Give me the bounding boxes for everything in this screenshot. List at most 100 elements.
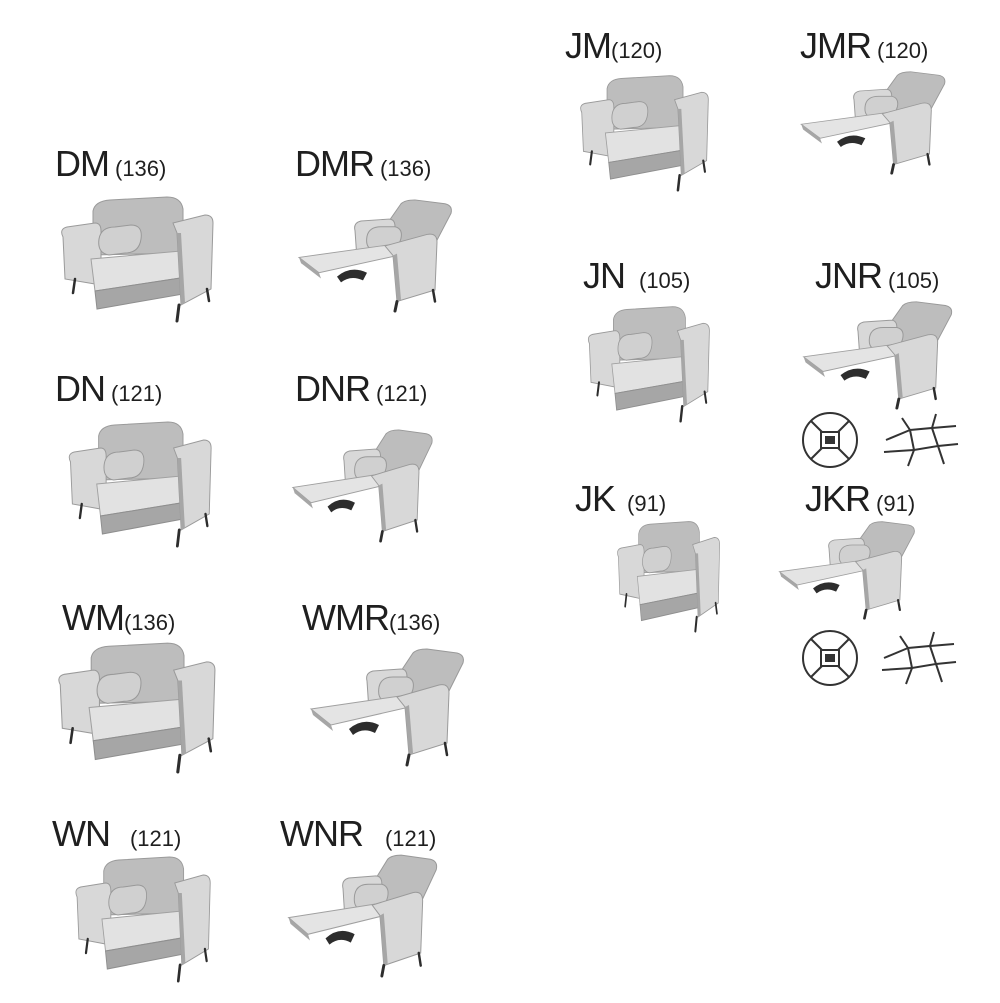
no-wall-placement-icon (802, 412, 858, 468)
sofa-item-dnr: DNR (121) (291, 368, 515, 558)
item-code: DM (55, 143, 110, 184)
left-armrest (75, 882, 112, 946)
left-armrest (58, 669, 100, 736)
armrest-shadow (695, 553, 701, 618)
recliner-illustration (309, 648, 464, 767)
pillow (642, 545, 672, 574)
sofa-item-wmr: WMR (136) (302, 597, 522, 787)
front-leg (863, 608, 868, 620)
rear-leg (69, 727, 74, 745)
front-leg (890, 163, 896, 175)
front-leg (176, 963, 182, 983)
pillow (108, 884, 148, 916)
recliner-illustration (778, 521, 915, 620)
recliner-illustration (297, 199, 452, 313)
front-leg (393, 300, 399, 313)
recliner-illustration (291, 429, 433, 543)
side-leg (702, 159, 706, 173)
sofa-item-dmr: DMR (136) (295, 143, 515, 333)
item-code: JKR (805, 478, 871, 519)
rear-leg (596, 381, 600, 397)
armchair-illustration (617, 521, 720, 633)
item-label: JN (105) (583, 255, 690, 297)
item-code: WNR (280, 813, 364, 854)
item-label: JM (120) (565, 25, 662, 67)
recliner-illustration (802, 301, 953, 410)
pillow (98, 224, 142, 256)
pillow (617, 332, 653, 361)
item-code: JMR (800, 25, 872, 66)
armchair-illustration (68, 421, 212, 548)
item-size: (121) (384, 826, 437, 851)
sofa-item-jnr: JNR (105) (802, 255, 1000, 445)
sofa-item-jmr: JMR (120) (800, 25, 1000, 215)
item-size: (136) (388, 610, 441, 635)
rear-leg (84, 937, 89, 955)
pillow (96, 671, 142, 704)
item-label: JK (91) (575, 478, 666, 520)
right-armrest (854, 550, 903, 611)
right-armrest (371, 891, 424, 967)
footrest-edge (779, 571, 799, 590)
armrest-shadow (379, 913, 388, 966)
item-size: (120) (877, 38, 929, 63)
pillow (611, 101, 649, 130)
recliner-illustration (287, 854, 438, 978)
item-size: (136) (379, 156, 432, 181)
item-size: (120) (611, 38, 663, 63)
footrest-edge (311, 709, 333, 731)
item-label: WN (121) (52, 813, 181, 855)
front-leg (176, 753, 182, 774)
front-leg (380, 963, 386, 978)
armrest-shadow (177, 680, 187, 756)
item-label: JKR (91) (805, 478, 915, 520)
front-leg (895, 397, 901, 410)
sofa-item-dn: DN (121) (55, 368, 275, 558)
left-armrest (617, 544, 645, 600)
item-code: WM (62, 597, 125, 638)
recline-mechanism (813, 582, 840, 594)
pillow (103, 449, 145, 481)
right-armrest (886, 334, 939, 400)
item-code: JM (565, 25, 612, 66)
item-label: DM (136) (55, 143, 166, 185)
rear-leg (414, 518, 419, 533)
item-code: DMR (295, 143, 375, 184)
item-label: JMR (120) (800, 25, 928, 67)
front-leg (679, 405, 684, 423)
rear-leg (417, 951, 422, 967)
armrest-shadow (177, 458, 185, 530)
front-leg (175, 528, 181, 548)
item-code: JN (583, 255, 626, 296)
armchair-illustration (58, 642, 216, 774)
armrest-shadow (680, 339, 687, 407)
front-leg (694, 615, 698, 633)
sofa-item-jn: JN (105) (583, 255, 803, 445)
item-label: DN (121) (55, 368, 162, 410)
item-size: (121) (111, 381, 163, 406)
recline-mechanism (840, 368, 870, 381)
item-code: JK (575, 478, 616, 519)
recline-mechanism (837, 135, 866, 147)
item-size: (136) (115, 156, 167, 181)
armrest-shadow (677, 108, 685, 176)
swivel-base-icon (883, 413, 959, 467)
swivel-base-icon (881, 631, 957, 685)
recline-mechanism (337, 269, 367, 283)
armrest-shadow (894, 353, 903, 399)
recline-mechanism (349, 721, 379, 735)
armrest-shadow (177, 233, 185, 305)
side-leg (207, 737, 213, 753)
item-size: (136) (123, 610, 176, 635)
no-wall-placement-icon (802, 630, 858, 686)
item-code: JNR (815, 255, 883, 296)
item-label: WMR (136) (302, 597, 440, 639)
left-armrest (61, 222, 102, 286)
sofa-item-wn: WN (121) (52, 813, 272, 1003)
item-label: WM (136) (62, 597, 175, 639)
item-size: (91) (627, 491, 667, 516)
armchair-illustration (61, 196, 214, 323)
front-leg (405, 753, 411, 767)
item-size: (121) (376, 381, 428, 406)
item-size: (105) (639, 268, 691, 293)
